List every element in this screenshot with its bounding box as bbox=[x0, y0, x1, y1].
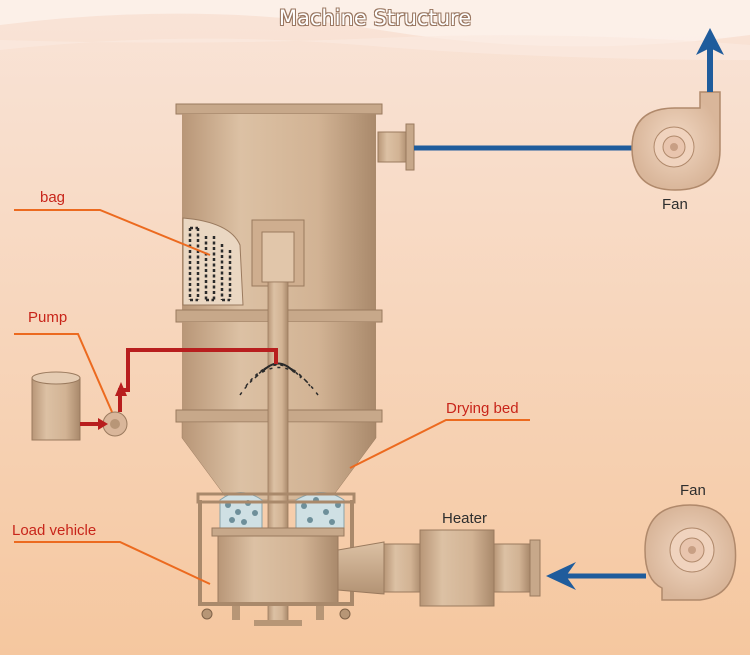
label-fan-top: Fan bbox=[662, 196, 688, 213]
page-title: Machine Structure bbox=[278, 6, 472, 30]
label-load-vehicle: Load vehicle bbox=[12, 522, 97, 539]
top-fan bbox=[631, 28, 724, 191]
label-heater: Heater bbox=[442, 510, 488, 527]
filter-bag-cutaway bbox=[182, 217, 244, 306]
label-drying-bed: Drying bed bbox=[446, 400, 519, 417]
label-fan-bottom: Fan bbox=[680, 482, 706, 499]
background-wave bbox=[0, 0, 750, 47]
liquid-tank bbox=[31, 371, 81, 441]
label-pump: Pump bbox=[28, 309, 68, 326]
load-vehicle bbox=[196, 492, 356, 626]
leader-pump bbox=[14, 333, 113, 413]
leader-load-vehicle bbox=[14, 541, 211, 585]
heater bbox=[337, 529, 646, 607]
leader-bag bbox=[14, 209, 211, 256]
leader-lines bbox=[14, 209, 530, 585]
background-wave-2 bbox=[0, 35, 750, 60]
inlet-arrow bbox=[546, 562, 576, 590]
bottom-fan bbox=[644, 504, 737, 601]
fan-outlet-arrow bbox=[696, 28, 724, 55]
leader-drying-bed bbox=[349, 419, 530, 469]
pump-unit bbox=[80, 348, 278, 437]
label-bag: bag bbox=[40, 189, 66, 206]
